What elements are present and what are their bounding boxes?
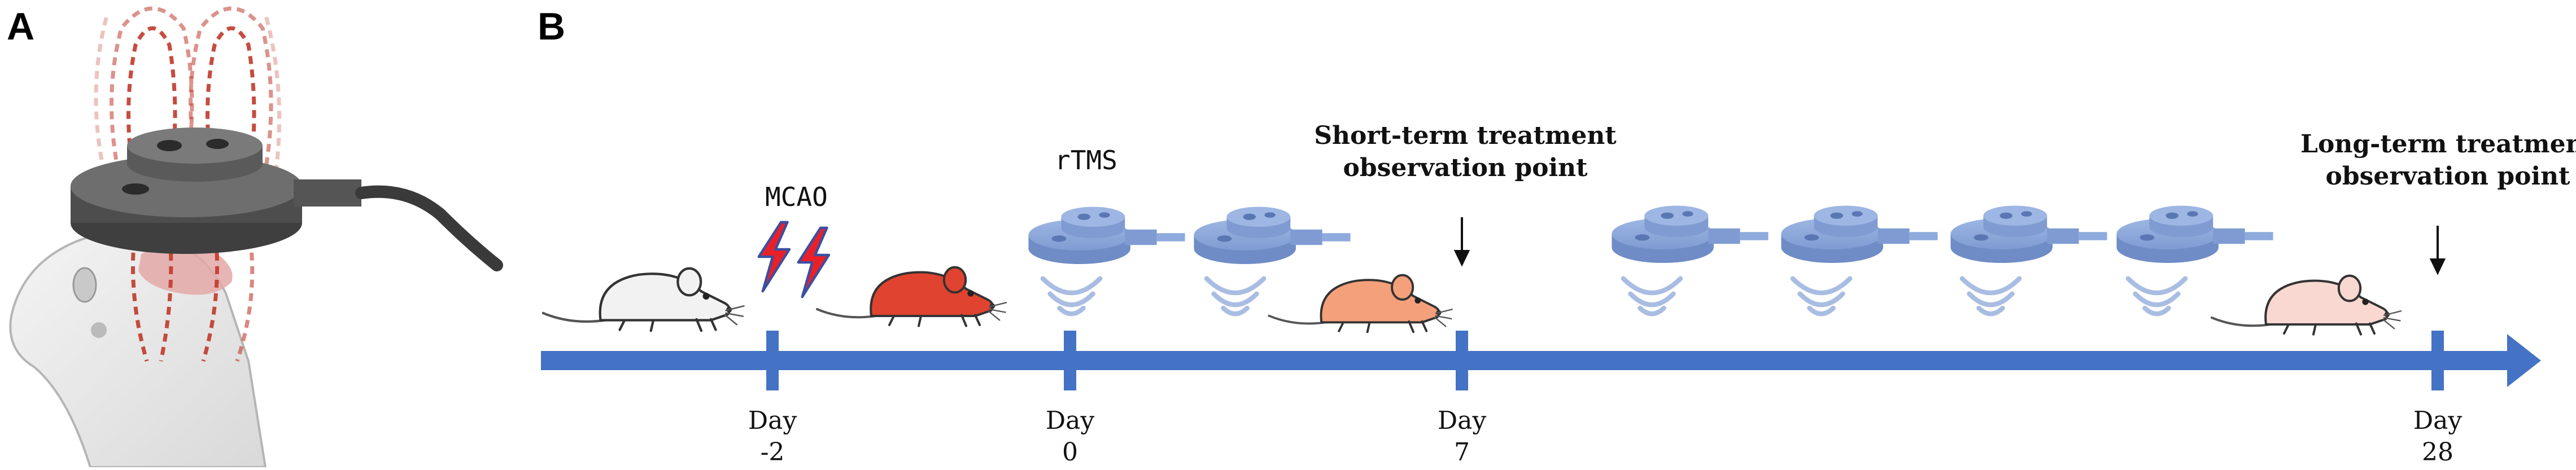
timeline-bar [541, 351, 2512, 370]
tick-label-day-0: 0 [1062, 438, 1078, 467]
tick-label-day-word: Day [748, 406, 797, 435]
mcao-label: MCAO [765, 182, 828, 212]
tms-coil-icon [71, 128, 503, 271]
tms-coil-icon [1028, 207, 1185, 265]
magnetic-wave-icon [1207, 279, 1264, 314]
magnetic-wave-icon [1962, 279, 2019, 314]
tick-label-day-word: Day [2413, 406, 2463, 435]
panel-a: A [7, 5, 503, 468]
tick-day-0 [1064, 331, 1076, 390]
tms-coil-icon [1781, 205, 1938, 263]
tms-coil-icon [2116, 205, 2273, 263]
rat-ear-icon [72, 267, 97, 303]
lightning-bolt-icon [759, 222, 789, 292]
magnetic-wave-icon [1043, 279, 1100, 314]
tick-label-day-28: 28 [2422, 438, 2453, 467]
panel-b-letter: B [538, 5, 565, 48]
tms-coil-icon [1194, 207, 1351, 265]
observation-arrows [1453, 217, 2446, 275]
tick-label-day-minus-2: -2 [761, 438, 785, 467]
rat-icon-long-term [2212, 276, 2402, 335]
tick-label-day-7: 7 [1454, 438, 1470, 467]
tms-coil-icon [1612, 205, 1769, 263]
short-term-label-line2: observation point [1343, 153, 1588, 182]
panel-a-letter: A [7, 5, 34, 48]
rat-icon-healthy [543, 269, 745, 331]
timeline-ticks [766, 331, 2444, 390]
brain-icon [138, 244, 233, 295]
tms-coil-icon [1950, 205, 2107, 263]
short-term-label-line1: Short-term treatment [1314, 121, 1617, 150]
magnetic-wave-icon [1623, 279, 1680, 314]
rtms-label: rTMS [1055, 145, 1117, 175]
magnetic-wave-icon [2128, 279, 2185, 314]
rat-icon-mcao [817, 267, 1007, 326]
timeline-arrowhead-icon [2507, 334, 2541, 387]
panel-b: B Day -2 Day 0 Day 7 Day 28 [538, 5, 2576, 467]
tick-day-minus-2 [766, 331, 779, 390]
tick-day-28 [2431, 331, 2444, 390]
long-term-label-line2: observation point [2326, 162, 2571, 191]
rat-icon-short-term [1268, 274, 1454, 333]
lightning-bolt-icon [798, 228, 829, 297]
tick-label-day-word: Day [1046, 406, 1095, 435]
long-term-label-line1: Long-term treatment [2300, 130, 2576, 159]
magnetic-wave-icon [1793, 279, 1850, 314]
tick-label-day-word: Day [1438, 406, 1487, 435]
tick-day-7 [1456, 331, 1468, 390]
rat-eye-icon [91, 322, 107, 338]
